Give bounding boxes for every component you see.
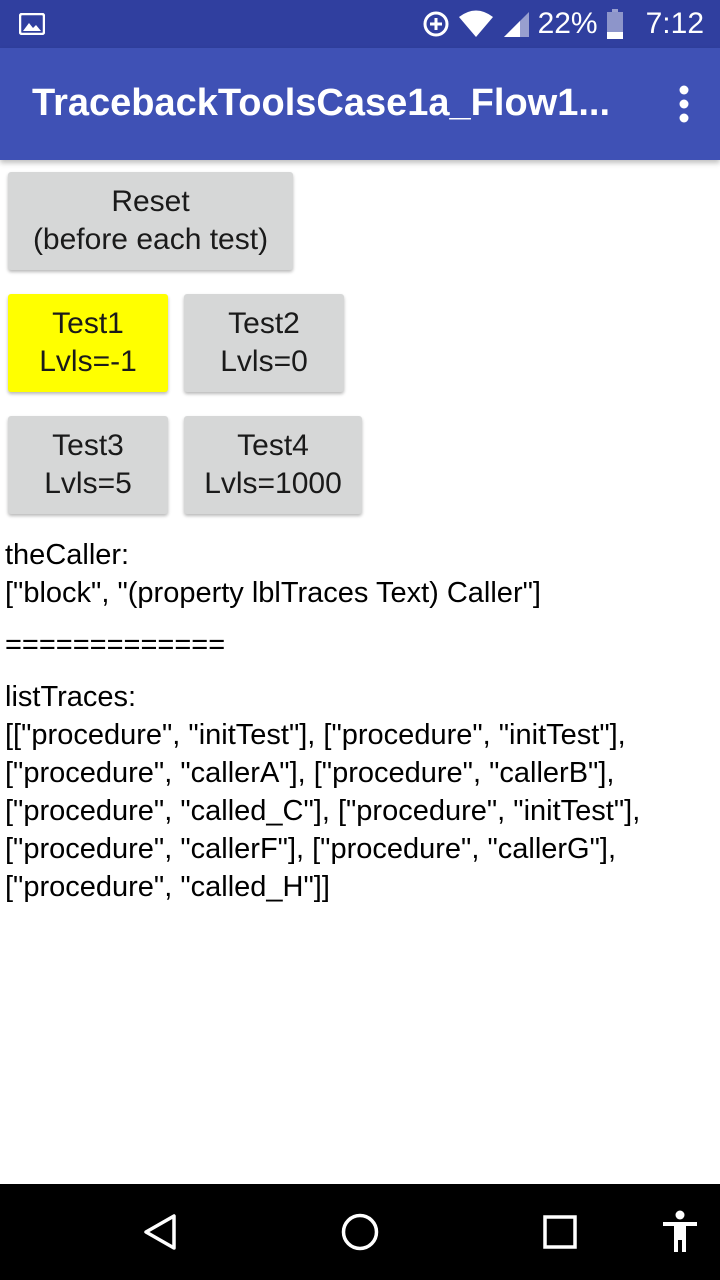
test1-button-label: Test1: [52, 307, 124, 340]
recents-button[interactable]: [512, 1184, 608, 1280]
traces-line: ["procedure", "called_C"], ["procedure",…: [5, 795, 641, 827]
battery-icon: [606, 9, 623, 39]
traces-label: listTraces:: [5, 681, 137, 713]
test2-button-label: Test2: [228, 307, 300, 340]
test1-button-sublabel: Lvls=-1: [39, 345, 137, 378]
test3-button[interactable]: Test3 Lvls=5: [8, 416, 168, 514]
traces-line: ["procedure", "callerF"], ["procedure", …: [5, 833, 617, 865]
image-icon: [19, 13, 45, 35]
back-button[interactable]: [112, 1184, 208, 1280]
home-button[interactable]: [312, 1184, 408, 1280]
caller-label: theCaller:: [5, 539, 130, 571]
test4-button-label: Test4: [237, 429, 309, 462]
reset-button[interactable]: Reset (before each test): [8, 172, 293, 270]
status-bar: 22% 7:12: [0, 0, 720, 48]
traces-line: ["procedure", "callerA"], ["procedure", …: [5, 757, 615, 789]
recents-icon: [543, 1215, 577, 1249]
app-bar: TracebackToolsCase1a_Flow1...: [0, 48, 720, 160]
back-icon: [144, 1214, 176, 1250]
test2-button[interactable]: Test2 Lvls=0: [184, 294, 344, 392]
clock: 7:12: [645, 7, 704, 40]
navigation-bar: [0, 1184, 720, 1280]
more-vert-icon[interactable]: [678, 84, 690, 124]
test4-button[interactable]: Test4 Lvls=1000: [184, 416, 362, 514]
traces-line: [["procedure", "initTest"], ["procedure"…: [5, 719, 626, 751]
accessibility-icon: [663, 1210, 697, 1252]
traces-line: ["procedure", "called_H"]]: [5, 871, 330, 903]
test4-button-sublabel: Lvls=1000: [204, 467, 342, 500]
separator-line: =============: [5, 629, 226, 661]
app-title: TracebackToolsCase1a_Flow1...: [32, 82, 611, 124]
test3-button-sublabel: Lvls=5: [44, 467, 132, 500]
test1-button[interactable]: Test1 Lvls=-1: [8, 294, 168, 392]
test3-button-label: Test3: [52, 429, 124, 462]
home-icon: [341, 1213, 379, 1251]
wifi-icon: [458, 10, 493, 37]
test2-button-sublabel: Lvls=0: [220, 345, 308, 378]
battery-percent: 22%: [537, 7, 598, 40]
reset-button-sublabel: (before each test): [32, 223, 269, 256]
signal-icon: [503, 12, 529, 37]
data-saver-icon: [423, 11, 449, 37]
accessibility-button[interactable]: [632, 1184, 720, 1280]
reset-button-label: Reset: [111, 185, 190, 218]
caller-value: ["block", "(property lblTraces Text) Cal…: [5, 577, 541, 609]
